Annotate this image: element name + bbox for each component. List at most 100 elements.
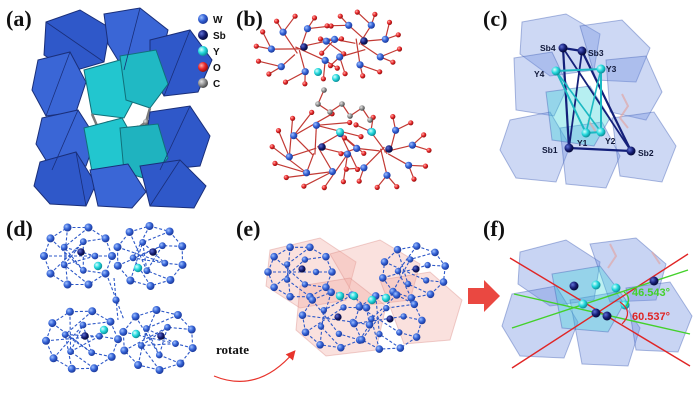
cage-bond [146,314,179,330]
oxygen-atom [321,185,327,191]
tungsten-atom [408,141,416,149]
tungsten-atom [412,333,421,341]
w-o-bond [360,43,381,58]
cage-bond [50,238,84,271]
tungsten-atom [362,303,371,312]
oxygen-atom [282,79,289,85]
oxygen-atom [343,166,349,172]
panel-b: (b) [236,6,432,191]
w-o-bond [380,148,388,176]
faded-polyhedra-f [501,237,693,367]
oxygen-atom [301,183,307,189]
yttrium-atom [336,128,344,136]
tungsten-atom [112,296,120,304]
antimony-atom [300,43,308,51]
tungsten-atom [396,344,405,352]
tungsten-atom [355,303,364,311]
tungsten-atom [368,315,375,323]
tungsten-atom [407,294,416,302]
polyhedra-cluster-top [31,7,213,119]
oxygen-atom [309,109,315,115]
cage-bond [305,306,344,333]
w-o-bond [274,162,307,174]
tungsten-atom [125,228,134,236]
cage-bond [140,326,168,347]
tungsten-atom [143,267,151,275]
cage-bond [407,283,431,295]
cage-bond [392,259,411,292]
w-o-bond [303,171,333,187]
w-o-bond [282,31,298,54]
tungsten-atom [172,340,179,347]
tungsten-atom [441,262,450,270]
oxygen-atom [338,151,344,157]
tungsten-atom [134,361,143,369]
tungsten-atom [164,323,171,331]
oxygen-atom [426,147,432,153]
legend-y-swatch [198,46,208,56]
tungsten-atom [343,150,352,158]
oxygen-atom [395,32,401,38]
tungsten-atom [320,307,327,314]
antimony-atom [81,332,89,340]
rotate-arrow [213,350,296,382]
oxygen-atom [396,46,403,52]
tungsten-atom [63,223,72,232]
cage-bond [53,324,84,359]
tungsten-atom [375,345,384,353]
tungsten-atom [119,327,128,336]
cage-bond [71,367,95,370]
tungsten-atom [155,366,164,374]
site-atoms [551,43,636,156]
cage-bond [382,264,428,279]
tungsten-atom [379,274,387,282]
oxygen-atom [372,11,378,17]
panel-label-d: (d) [6,216,33,241]
antimony-atom [77,248,85,256]
cage-atoms-e [264,242,450,353]
cage-bond [302,314,353,323]
cage-bond [70,335,100,353]
cage-bond [63,227,89,248]
oxygen-atom [354,166,361,172]
oxygen-atom [347,119,353,126]
tungsten-atom [327,288,336,297]
tungsten-atom [303,25,312,33]
tungsten-atom [405,161,413,169]
cage-bond [137,328,147,366]
tungsten-atom [101,234,110,243]
oxygen-atom [338,36,345,42]
yttrium-atom [314,68,322,76]
tungsten-atom [279,28,287,36]
oxygen-atom [386,19,393,25]
angle-red-value: 60.537° [632,311,670,323]
tungsten-atom [423,277,430,284]
cage-bond [323,294,353,311]
carbon-atom [315,101,321,107]
tungsten-atom [143,325,150,332]
oxygen-atom [337,13,343,19]
w-o-bond [356,147,380,152]
tungsten-atom [139,239,147,246]
angle-arc-red [619,301,629,325]
cage-bond [135,309,157,318]
carbon-atom [359,105,365,111]
cage-bond [69,311,72,352]
oxygen-atom [394,184,400,190]
tungsten-atom [173,311,182,319]
w-o-bond [314,125,317,155]
rotate-label: rotate [216,342,249,357]
cage-bond [141,343,176,347]
tungsten-atom [286,243,294,252]
cage-bond [354,315,404,325]
tungsten-atom [331,35,339,44]
cage-bond [146,270,171,281]
cage-bond [83,237,106,243]
oxygen-atom [374,184,380,190]
cage-bond [379,333,401,349]
cage-bond [64,255,96,266]
tungsten-atom [42,336,50,345]
tungsten-atom [108,252,116,260]
tungsten-atom [137,342,145,349]
tungsten-atom [322,37,330,45]
